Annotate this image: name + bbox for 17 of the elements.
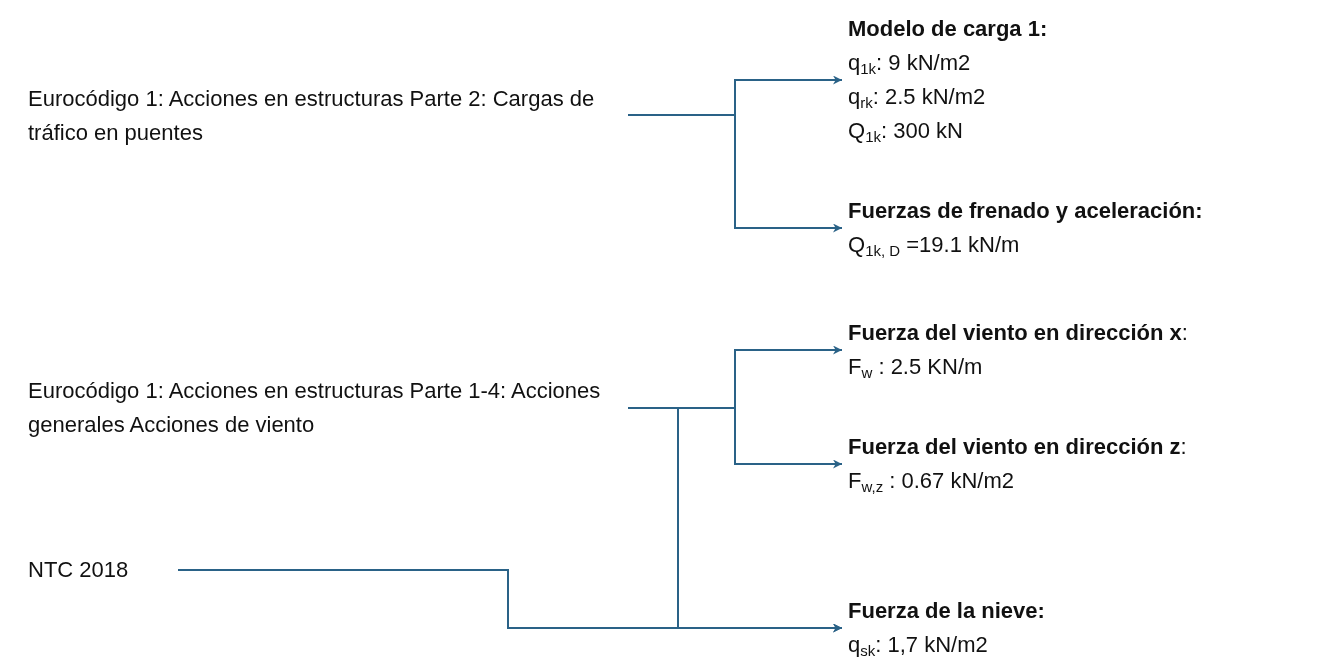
heading: Fuerzas de frenado y aceleración:	[848, 197, 1204, 225]
reference-text: Eurocódigo 1: Acciones en estructuras Parte 1-4: Acciones generales Acciones de viento	[28, 377, 602, 439]
value-text: q$_{sk}$: 1,7 kN/m2	[848, 631, 989, 661]
value-text: Q$_{1k}$: 300 kN	[848, 117, 964, 147]
value-text: q$_{rk}$: 2.5 kN/m2	[848, 83, 987, 113]
value-text: Q$_{1k, D}$ =19.1 kN/m	[848, 231, 1021, 261]
value-text: q$_{1k}$: 9 kN/m2	[848, 49, 972, 79]
heading: Modelo de carga 1:	[848, 15, 1049, 43]
heading: Fuerza del viento en dirección x:	[848, 319, 1189, 347]
value-text: F$_{w}$ : 2.5 KN/m	[848, 353, 984, 383]
heading: Fuerza del viento en dirección z:	[848, 433, 1188, 461]
connector-arrow	[177, 569, 843, 633]
reference-text: Eurocódigo 1: Acciones en estructuras Parte 2: Cargas de tráfico en puentes	[28, 85, 596, 147]
connector-arrow	[627, 114, 843, 233]
reference-text: NTC 2018	[28, 556, 130, 584]
value-text: F$_{w,z}$ : 0.67 kN/m2	[848, 467, 1015, 497]
heading: Fuerza de la nieve:	[848, 597, 1046, 625]
